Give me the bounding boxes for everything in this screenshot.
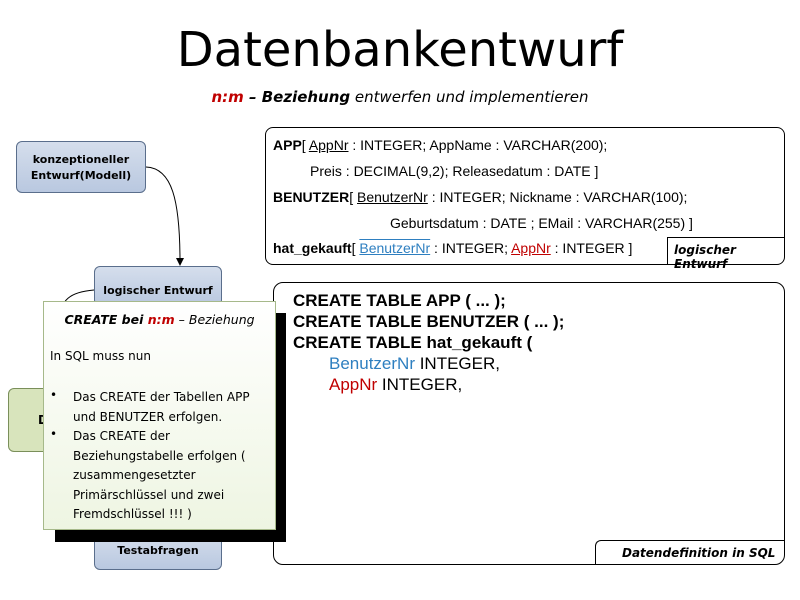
note-bullet-1: Das CREATE der Tabellen APP und BENUTZER… xyxy=(73,390,250,424)
sql-type: INTEGER, xyxy=(414,354,500,373)
bullet-icon: • xyxy=(50,427,58,441)
note-card: CREATE bei n:m – Beziehung In SQL muss n… xyxy=(43,301,276,530)
note-heading: CREATE bei n:m – Beziehung xyxy=(44,312,275,327)
note-bullet-2: Das CREATE der Beziehungstabelle erfolge… xyxy=(73,429,246,521)
pk-benutzernr: BenutzerNr xyxy=(357,189,428,205)
subtitle-nm: n:m xyxy=(211,88,244,106)
type-integer-end: : INTEGER ] xyxy=(550,240,633,256)
table-name-app: APP xyxy=(273,137,302,153)
sql-line-2: CREATE TABLE BENUTZER ( ... ); xyxy=(293,312,565,331)
table-name-hat-gekauft: hat_gekauft xyxy=(273,240,352,256)
process-green-letter: D xyxy=(38,413,48,427)
benutzer-attrs: : INTEGER; Nickname : VARCHAR(100); xyxy=(427,189,688,205)
page-subtitle: n:m – Beziehung entwerfen und implementi… xyxy=(0,88,800,106)
fk-benutzernr: BenutzerNr xyxy=(359,240,431,256)
tag-logischer-entwurf: logischer Entwurf xyxy=(667,237,784,271)
schema-box: APP[ AppNr : INTEGER; AppName : VARCHAR(… xyxy=(265,127,785,265)
schema-line-app: APP[ AppNr : INTEGER; AppName : VARCHAR(… xyxy=(273,137,607,153)
sql-col-appnr: AppNr xyxy=(329,375,378,394)
schema-line-benutzer-2: Geburtsdatum : DATE ; EMail : VARCHAR(25… xyxy=(390,215,693,231)
sql-line-3: CREATE TABLE hat_gekauft ( xyxy=(293,333,533,352)
sql-line-4: BenutzerNr INTEGER, xyxy=(329,354,500,374)
fk-appnr: AppNr xyxy=(511,240,551,256)
table-name-benutzer: BENUTZER xyxy=(273,189,350,205)
subtitle-beziehung: – Beziehung xyxy=(243,88,351,106)
sql-col-benutzernr: BenutzerNr xyxy=(329,354,415,373)
sql-type: INTEGER, xyxy=(377,375,463,394)
schema-line-benutzer: BENUTZER[ BenutzerNr : INTEGER; Nickname… xyxy=(273,189,687,205)
schema-line-app-2: Preis : DECIMAL(9,2); Releasedatum : DAT… xyxy=(310,163,599,179)
process-logischer-entwurf: logischer Entwurf xyxy=(94,266,222,306)
pk-appnr: AppNr xyxy=(308,137,349,153)
note-head-create: CREATE bei xyxy=(64,312,148,327)
schema-line-hat-gekauft: hat_gekauft[ BenutzerNr : INTEGER; AppNr… xyxy=(273,240,632,256)
page-title: Datenbankentwurf xyxy=(176,22,624,78)
process-konzeptioneller-entwurf: konzeptioneller Entwurf(Modell) xyxy=(16,141,146,193)
app-attrs: : INTEGER; AppName : VARCHAR(200); xyxy=(348,137,608,153)
arrow-konz-to-log xyxy=(145,166,184,266)
process-konz-line2: Entwurf(Modell) xyxy=(30,169,132,182)
bracket: [ xyxy=(349,189,358,205)
sql-line-1: CREATE TABLE APP ( ... ); xyxy=(293,291,506,310)
bullet-icon: • xyxy=(50,388,58,402)
process-konz-line1: konzeptioneller xyxy=(32,153,130,166)
tag-datendefinition-sql: Datendefinition in SQL xyxy=(595,540,784,564)
note-intro: In SQL muss nun xyxy=(50,349,151,363)
sql-line-5: AppNr INTEGER, xyxy=(329,375,462,395)
type-integer: : INTEGER; xyxy=(430,240,512,256)
bracket: [ xyxy=(351,240,360,256)
note-head-nm: n:m xyxy=(147,312,175,327)
bracket: [ xyxy=(301,137,309,153)
note-head-beziehung: – Beziehung xyxy=(174,312,255,327)
subtitle-rest: entwerfen und implementieren xyxy=(350,88,589,106)
sql-box: CREATE TABLE APP ( ... ); CREATE TABLE B… xyxy=(273,282,785,565)
